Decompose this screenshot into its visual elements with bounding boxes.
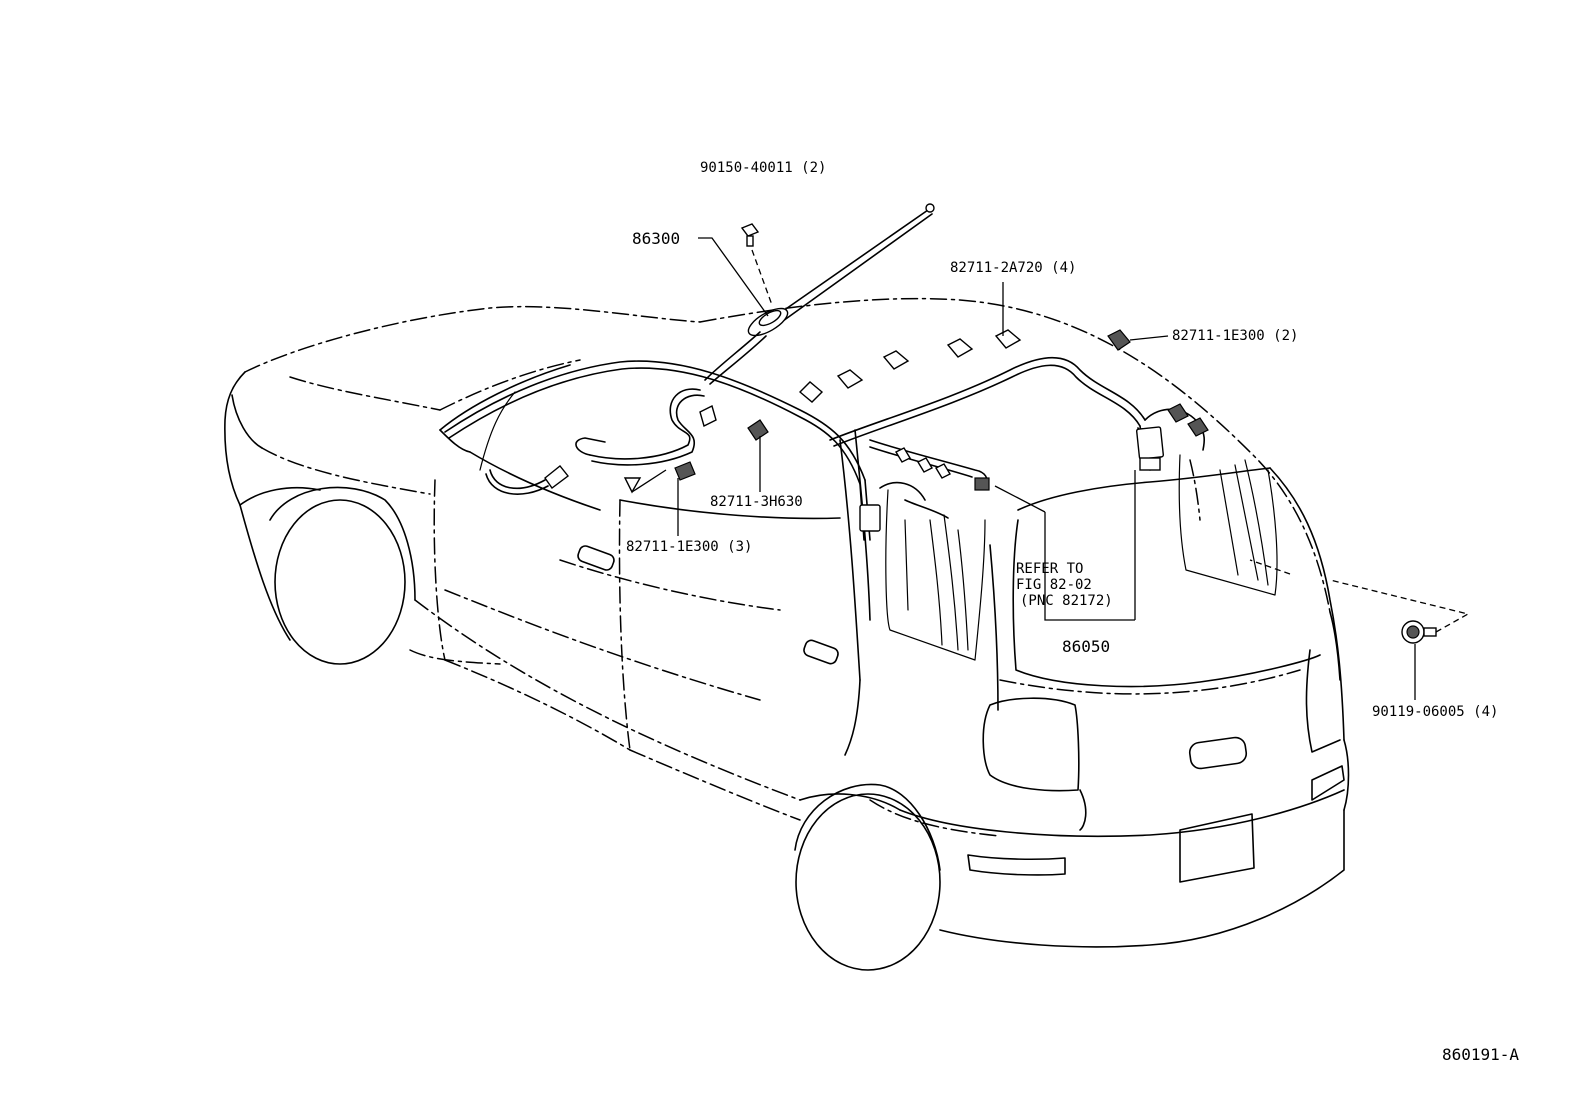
label-antenna: 86300 xyxy=(632,229,680,248)
figure-id: 860191-A xyxy=(1442,1045,1519,1064)
label-refer-line1: REFER TO xyxy=(1016,561,1083,577)
label-cord: 86050 xyxy=(1062,637,1110,656)
label-refer-line3: (PNC 82172) xyxy=(1020,593,1113,609)
label-clamp-left: 82711-1E300 (3) xyxy=(626,539,752,555)
label-clamp-rear-right: 82711-1E300 (2) xyxy=(1172,328,1298,344)
clamps xyxy=(544,329,1470,644)
label-refer-line2: FIG 82-02 xyxy=(1016,577,1092,593)
vehicle-body xyxy=(224,297,1350,971)
label-clamp-center: 82711-3H630 xyxy=(710,494,803,510)
label-bolt-top: 90150-40011 (2) xyxy=(700,160,826,176)
label-clamp-roof: 82711-2A720 (4) xyxy=(950,260,1076,276)
wire-harness xyxy=(444,356,1206,541)
part-labels: 90150-40011 (2) 86300 82711-2A720 (4) 82… xyxy=(626,160,1519,1064)
leader-lines xyxy=(631,237,1416,700)
label-bolt-rear: 90119-06005 (4) xyxy=(1372,704,1498,720)
